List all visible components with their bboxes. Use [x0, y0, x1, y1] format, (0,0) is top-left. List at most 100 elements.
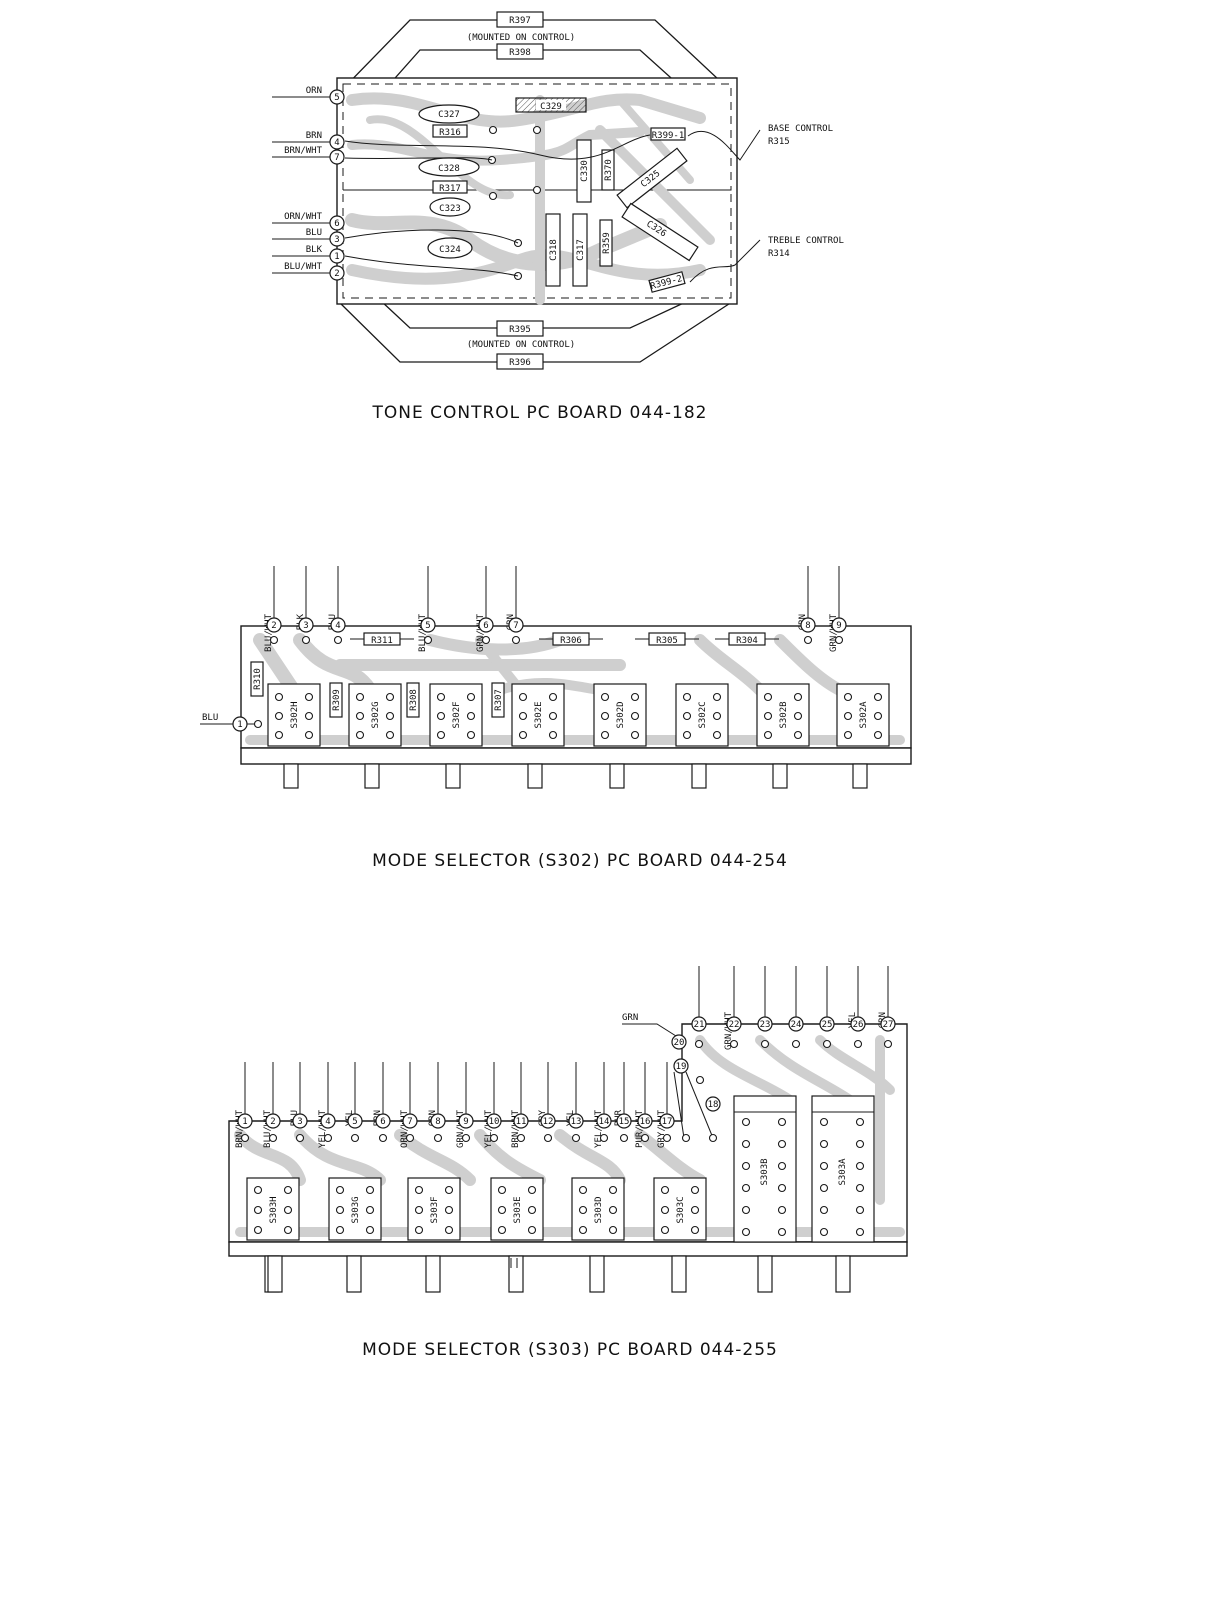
switch-pad — [660, 1205, 670, 1215]
switch-pad — [777, 1161, 787, 1171]
s303-upper-terminal-number: 25 — [822, 1020, 833, 1030]
s303-inner-terminal-circle — [705, 1096, 721, 1112]
tone-terminal-circle — [329, 89, 345, 105]
s303-upper-terminal-circle — [788, 1016, 804, 1032]
s303-inner-terminal-number: 18 — [708, 1100, 719, 1110]
s302-terminal-circle — [800, 617, 816, 633]
switch-plunger — [364, 763, 380, 789]
s303-upper-terminal-number: 23 — [760, 1020, 771, 1030]
s303-terminal-circle — [568, 1113, 584, 1129]
switch-label: S302H — [290, 701, 300, 728]
switch-pad — [365, 1205, 375, 1215]
switch-pad — [793, 692, 803, 702]
tone-wire-color: ORN/WHT — [284, 212, 323, 222]
r399-1-label: R399-1 — [652, 131, 685, 141]
s303-pad — [543, 1133, 553, 1143]
switch-pad — [497, 1185, 507, 1195]
switch-label: S302G — [371, 701, 381, 728]
switch-pad — [436, 692, 446, 702]
switch-plunger — [527, 763, 543, 789]
r306-label: R306 — [560, 636, 582, 646]
s303-upper-pad — [694, 1039, 704, 1049]
switch-pad — [436, 730, 446, 740]
switch-pad — [819, 1205, 829, 1215]
c325-capacitor — [616, 147, 688, 209]
s303-terminal-circle — [513, 1113, 529, 1129]
s302-terminal-circle — [478, 617, 494, 633]
tone-control-board: R397 (MOUNTED ON CONTROL) R398 R395 (MOU… — [272, 11, 844, 423]
s303-grn-wire-line — [622, 1023, 677, 1037]
switch-pad — [518, 711, 528, 721]
switch-plunger — [589, 1255, 605, 1293]
s303-upper-wire-color: GRN/WHT — [724, 1011, 734, 1050]
s302-terminal-number: 6 — [483, 621, 488, 631]
s302-top-pad — [803, 635, 813, 645]
bass-control-ref: R315 — [768, 137, 790, 147]
r308-resistor — [406, 682, 420, 718]
switch-pad — [855, 1183, 865, 1193]
treble-control-label: TREBLE CONTROL — [768, 236, 844, 246]
switch-pad — [777, 1183, 787, 1193]
switch-pad — [741, 1205, 751, 1215]
s302-top-pad — [511, 635, 521, 645]
s303-pad — [640, 1133, 650, 1143]
switch-label: S302E — [534, 701, 544, 728]
c330-capacitor — [576, 139, 592, 203]
bottom-resistor-b-label: R396 — [509, 358, 531, 368]
s303-wire-color: YEL/WHT — [484, 1109, 494, 1148]
s303-upper-terminal-circle — [726, 1016, 742, 1032]
s303-grn-wire-label: GRN — [622, 1013, 638, 1023]
s302-top-pad — [481, 635, 491, 645]
s303-terminal-circle — [486, 1113, 502, 1129]
s302-board-caption: MODE SELECTOR (S302) PC BOARD 044-254 — [372, 851, 788, 871]
s303-upper-terminal-number: 27 — [883, 1020, 894, 1030]
r316-label: R316 — [439, 128, 461, 138]
switch-pad — [855, 1205, 865, 1215]
switch-pad — [578, 1225, 588, 1235]
switch-pad — [414, 1225, 424, 1235]
switch-pad — [283, 1205, 293, 1215]
s302-top-pad — [423, 635, 433, 645]
r308-label: R308 — [409, 689, 419, 711]
s303-wire-color: YEL/WHT — [318, 1109, 328, 1148]
r399-2-resistor — [648, 271, 686, 293]
r305-label: R305 — [656, 636, 678, 646]
s302-terminal-circle — [298, 617, 314, 633]
switch-pad — [777, 1139, 787, 1149]
bottom-mounted-note: (MOUNTED ON CONTROL) — [467, 340, 575, 350]
top-resistor-b-label: R398 — [509, 48, 531, 58]
s303-terminal-number: 9 — [463, 1117, 468, 1127]
s303-inner-wire — [685, 1071, 714, 1139]
switch-label: S303F — [430, 1196, 440, 1223]
switch-pad — [682, 692, 692, 702]
switch-pad — [518, 692, 528, 702]
s302-terminal-number: 4 — [335, 621, 340, 631]
switch-pad — [304, 692, 314, 702]
switch-pad — [444, 1225, 454, 1235]
s303-pad — [350, 1133, 360, 1143]
r359-resistor — [599, 219, 613, 267]
s302-top-pad — [834, 635, 844, 645]
switch-pad — [819, 1183, 829, 1193]
s303-terminal-number: 5 — [352, 1117, 357, 1127]
s303-terminal-circle — [637, 1113, 653, 1129]
switch-plunger — [508, 1255, 524, 1293]
switch-pad — [444, 1185, 454, 1195]
s303-upper-terminal-number: 22 — [729, 1020, 740, 1030]
c329-label: C329 — [540, 102, 562, 112]
s302-top-pad — [301, 635, 311, 645]
r370-label: R370 — [604, 159, 614, 181]
switch-plunger — [283, 763, 299, 789]
switch-label: S303A — [838, 1158, 848, 1186]
switch-pad — [660, 1185, 670, 1195]
switch-pad — [690, 1185, 700, 1195]
switch-pad — [793, 711, 803, 721]
switch-pad — [497, 1225, 507, 1235]
s303-pad — [268, 1133, 278, 1143]
switch-pad — [578, 1205, 588, 1215]
